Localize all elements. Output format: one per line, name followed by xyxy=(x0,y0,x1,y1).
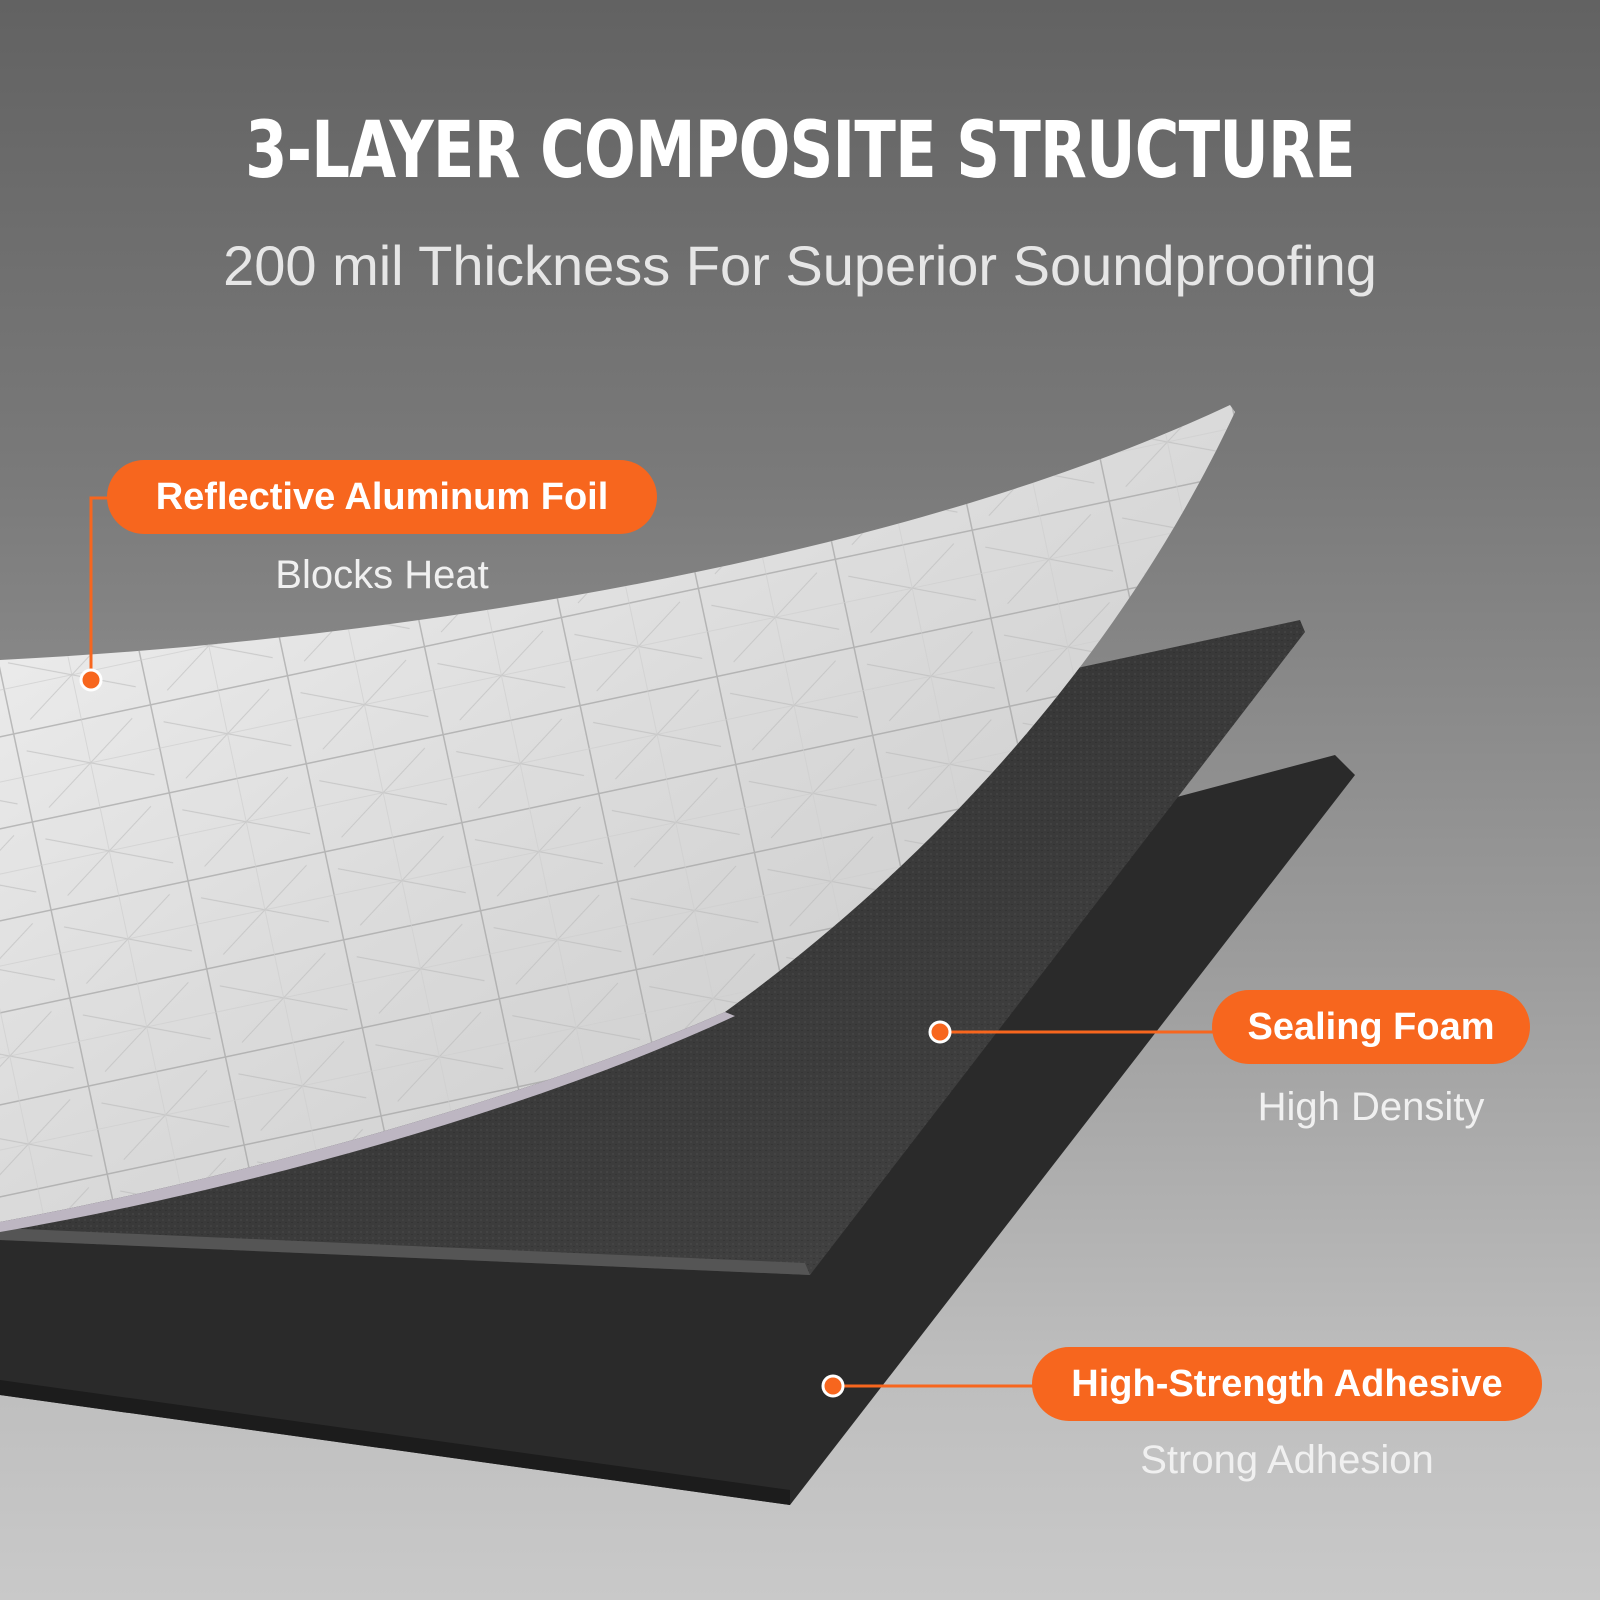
adhesive-callout-dot xyxy=(821,1374,845,1398)
page-subtitle: 200 mil Thickness For Superior Soundproo… xyxy=(223,234,1377,297)
adhesive-description: Strong Adhesion xyxy=(1140,1438,1434,1482)
adhesive-label: High-Strength Adhesive xyxy=(1032,1347,1542,1421)
foil-callout-line xyxy=(89,496,110,680)
foil-description: Blocks Heat xyxy=(275,553,489,597)
foam-description: High Density xyxy=(1257,1085,1485,1129)
page-title: 3-LAYER COMPOSITE STRUCTURE xyxy=(245,106,1355,196)
foam-callout-dot xyxy=(928,1020,952,1044)
foil-label: Reflective Aluminum Foil xyxy=(107,460,657,534)
foam-label: Sealing Foam xyxy=(1212,990,1530,1064)
foil-callout-dot xyxy=(79,668,103,692)
